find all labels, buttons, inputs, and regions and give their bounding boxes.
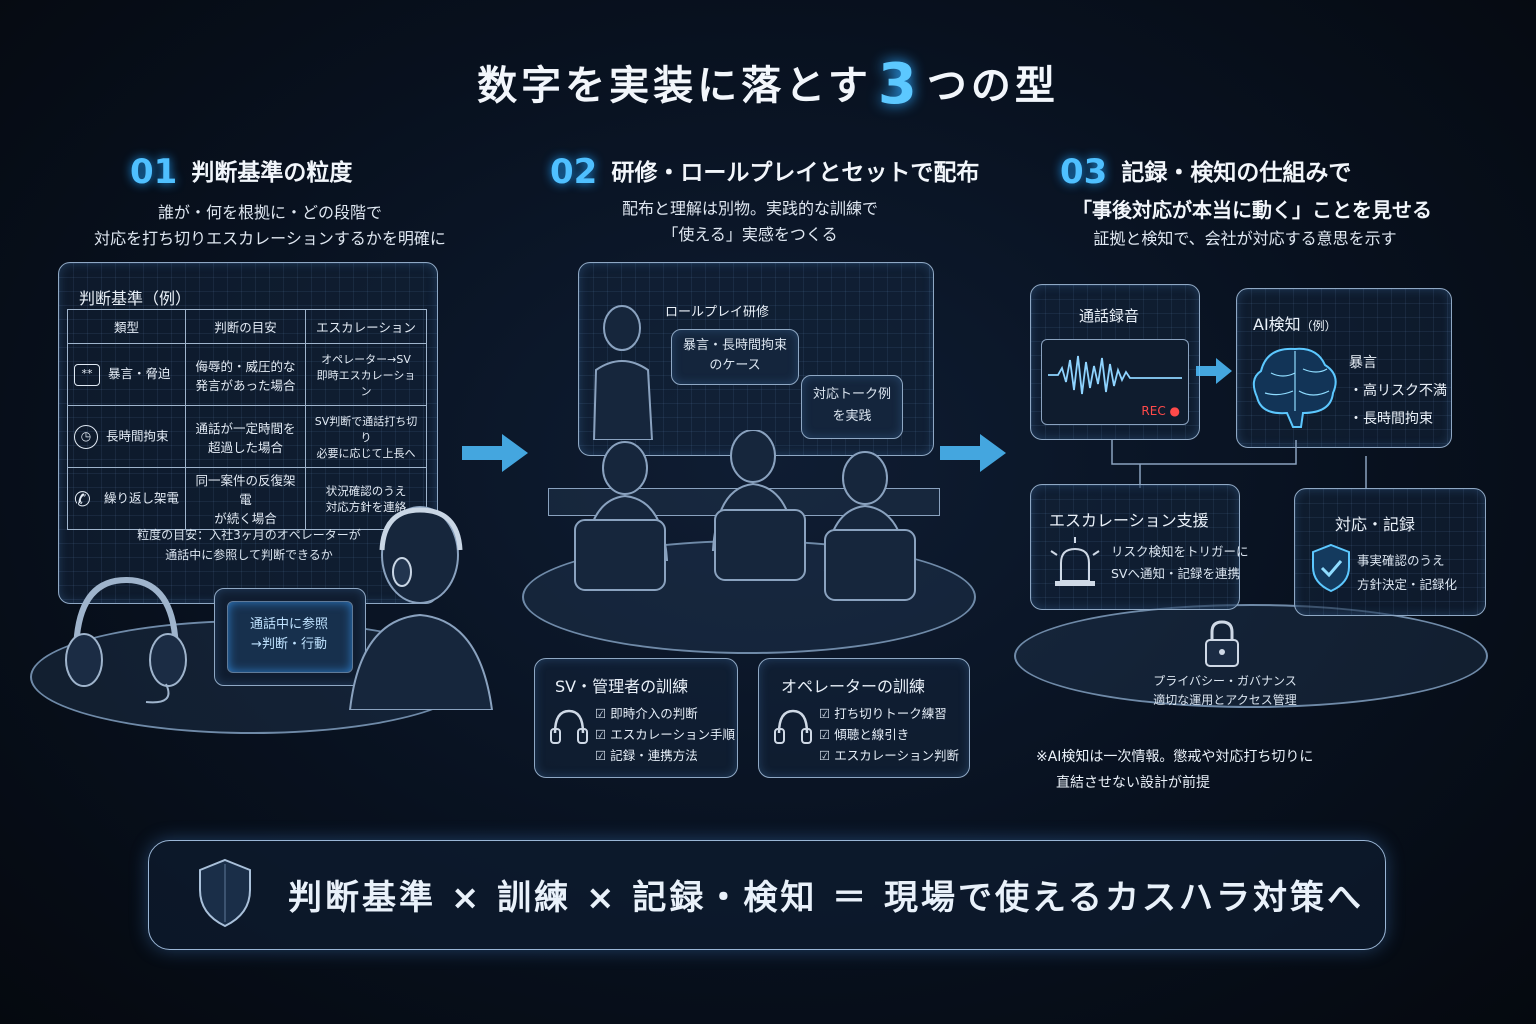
- summary-banner: [148, 840, 1386, 950]
- list-item: 打ち切りトーク練習: [819, 703, 959, 724]
- phone-icon: ✆: [74, 486, 91, 511]
- rec-indicator: REC ●: [1141, 404, 1180, 418]
- operator-training-card: オペレーターの訓練 打ち切りトーク練習 傾聴と線引き エスカレーション判断: [758, 658, 970, 778]
- arrow-right-icon: [940, 434, 1006, 472]
- response-record-title: 対応・記録: [1335, 515, 1416, 534]
- table-header: エスカレーション: [305, 309, 427, 344]
- list-item: 傾聴と線引き: [819, 724, 959, 745]
- ai-detection-note: ※AI検知は一次情報。懲戒や対応打ち切りに直結させない設計が前提: [1036, 749, 1314, 791]
- shield-icon: [199, 858, 251, 928]
- trainees-figure: [574, 430, 916, 601]
- headset-icon: [65, 576, 187, 704]
- list-item: 即時介入の判断: [595, 703, 735, 724]
- table-row: ✆繰り返し架電 同一案件の反復架電が続く場合 状況確認のうえ対応方針を連絡: [66, 467, 427, 530]
- ai-detection-list: 暴言 ・高リスク不満 ・長時間拘束: [1349, 349, 1447, 433]
- list-item: エスカレーション判断: [819, 745, 959, 766]
- table-header: 類型: [66, 309, 187, 344]
- arrow-right-icon: [462, 434, 528, 472]
- list-item: ・高リスク不満: [1349, 383, 1447, 399]
- waveform-icon: [1048, 355, 1182, 395]
- speech-bubble-1: 暴言・長時間拘束のケース: [671, 329, 799, 385]
- response-record-card: 対応・記録 事実確認のうえ方針決定・記録化: [1294, 488, 1486, 616]
- list-item: 記録・連携方法: [595, 745, 735, 766]
- section-1-subtitle: 誰が・何を根拠に・どの段階で対応を打ち切りエスカレーションするかを明確に: [94, 203, 446, 248]
- shield-check-icon: [1312, 543, 1350, 593]
- tablet: 通話中に参照→判断・行動: [214, 588, 366, 686]
- speech-bubble-icon: **: [74, 363, 100, 386]
- table-row: ◷長時間拘束 通話が一定時間を超過した場合 SV判断で通話打ち切り必要に応じて上…: [66, 405, 427, 468]
- criteria-table: 類型 判断の目安 エスカレーション **暴言・脅迫 侮辱的・威圧的な発言があった…: [66, 309, 427, 530]
- brain-icon: [1252, 347, 1337, 428]
- call-recording-title: 通話録音: [1079, 307, 1140, 325]
- list-item: エスカレーション手順: [595, 724, 735, 745]
- ai-detection-title: AI検知（例）: [1253, 315, 1337, 334]
- table-header: 判断の目安: [185, 309, 307, 344]
- summary-banner-text: 判断基準 × 訓練 × 記録・検知 ＝ 現場で使えるカスハラ対策へ: [288, 878, 1364, 918]
- sv-training-title: SV・管理者の訓練: [555, 677, 689, 696]
- privacy-governance-label: プライバシー・ガバナンス適切な運用とアクセス管理: [1153, 674, 1297, 707]
- alarm-light-icon: [1050, 537, 1100, 586]
- section-2-subtitle: 配布と理解は別物。実践的な訓練で「使える」実感をつくる: [621, 199, 878, 244]
- operator-training-list: 打ち切りトーク練習 傾聴と線引き エスカレーション判断: [819, 703, 959, 766]
- call-recording-card: 通話録音 REC ●: [1030, 284, 1200, 440]
- operator-training-title: オペレーターの訓練: [781, 677, 926, 696]
- lock-icon: [1205, 620, 1239, 667]
- criteria-panel-title: 判断基準（例）: [79, 289, 192, 308]
- headset-icon: [774, 709, 812, 744]
- list-item: ・長時間拘束: [1349, 411, 1433, 427]
- section-3-platform: [1014, 604, 1488, 708]
- list-item: 暴言: [1349, 355, 1377, 371]
- operator-figure: [348, 506, 494, 710]
- ai-detection-card: AI検知（例） 暴言 ・高リスク不満 ・長時間拘束: [1236, 288, 1452, 448]
- sv-training-card: SV・管理者の訓練 即時介入の判断 エスカレーション手順 記録・連携方法: [534, 658, 738, 778]
- section-3-heading-2: 「事後対応が本当に動く」ことを見せる: [1072, 198, 1432, 222]
- criteria-panel: 判断基準（例） 類型 判断の目安 エスカレーション **暴言・脅迫 侮辱的・威圧…: [58, 262, 438, 604]
- training-board-title: ロールプレイ研修: [665, 305, 770, 320]
- sv-training-list: 即時介入の判断 エスカレーション手順 記録・連携方法: [595, 703, 735, 766]
- speech-bubble-2: 対応トーク例を実践: [801, 375, 903, 439]
- section-3-subtitle: 証拠と検知で、会社が対応する意思を示す: [1093, 229, 1397, 248]
- tablet-screen-text: 通話中に参照→判断・行動: [249, 617, 328, 652]
- trainer-figure: [592, 305, 654, 440]
- escalation-support-title: エスカレーション支援: [1049, 511, 1209, 530]
- headset-icon: [550, 709, 588, 744]
- criteria-note: 粒度の目安：入社3ヶ月のオペレーターが通話中に参照して判断できるか: [137, 528, 361, 562]
- response-record-desc: 事実確認のうえ方針決定・記録化: [1357, 553, 1458, 592]
- clock-icon: ◷: [74, 424, 98, 449]
- waveform-display: REC ●: [1041, 339, 1189, 425]
- arrow-right-icon: [1196, 358, 1232, 384]
